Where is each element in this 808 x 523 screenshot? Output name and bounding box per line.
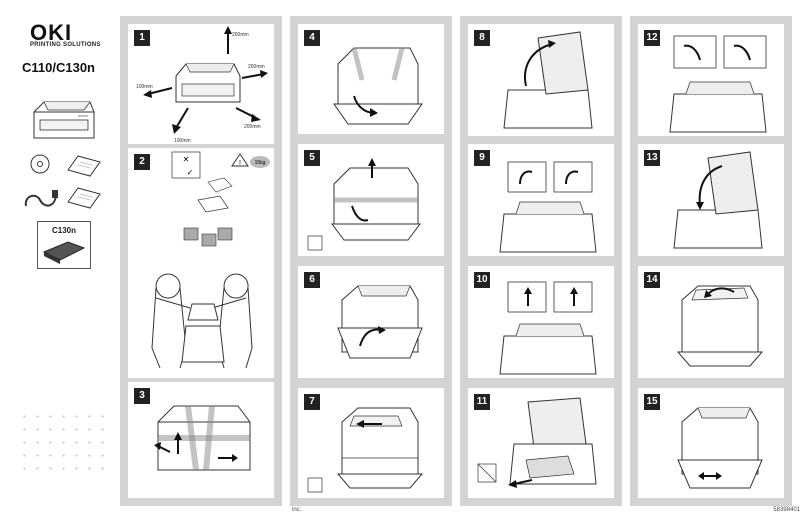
step-panel-1: 1 200mm 200mm 100mm 100mm 200mm — [128, 24, 274, 144]
adjust-guides-illustration — [677, 407, 763, 489]
remove-cartridge-illustration — [499, 281, 597, 375]
remove-tape-illustration — [154, 405, 251, 471]
footer-left: inc. — [292, 507, 302, 513]
left-column: OKI PRINTING SOLUTIONS C110/C130n C130n — [0, 0, 118, 523]
dim-right: 200mm — [248, 64, 265, 70]
step-number: 15 — [644, 394, 660, 410]
install-cartridge-illustration — [669, 35, 767, 133]
dim-rear: 200mm — [244, 124, 261, 130]
step-number: 11 — [474, 394, 490, 410]
svg-text:!: ! — [239, 160, 241, 167]
c130-accessory-box: C130n — [37, 221, 91, 269]
open-tray-illustration — [333, 47, 423, 125]
leaflet-icon — [67, 187, 101, 209]
step-number: 4 — [304, 30, 320, 46]
dim-top: 200mm — [232, 32, 249, 38]
step-panel-8: 8 — [468, 24, 614, 136]
step-panel-10: 10 — [468, 266, 614, 378]
step-panel-9: 9 — [468, 144, 614, 256]
printer-icon — [33, 101, 95, 139]
open-top-cover-illustration — [503, 31, 593, 129]
oki-logo: OKI — [30, 20, 73, 45]
manual-icon — [67, 155, 101, 177]
release-lever-illustration — [499, 161, 597, 253]
svg-text:✕: ✕ — [183, 155, 190, 164]
unpacking-illustration: ✕ ✓ ! 15kg — [151, 151, 270, 369]
step-number: 12 — [644, 30, 660, 46]
tagline: PRINTING SOLUTIONS — [30, 42, 101, 48]
step-panel-5: 5 — [298, 144, 444, 256]
load-paper-illustration — [337, 285, 423, 359]
step-panel-7: 7 — [298, 388, 444, 498]
close-top-cover-illustration — [673, 151, 763, 249]
step-number: 13 — [644, 150, 660, 166]
cd-icon — [30, 154, 50, 174]
remove-packing-illustration — [307, 158, 421, 251]
printer-clearance-illustration: 200mm 200mm 100mm 100mm 200mm — [136, 26, 268, 144]
step-number: 8 — [474, 30, 490, 46]
step-panel-11: 11 — [468, 388, 614, 498]
step-panel-12: 12 — [638, 24, 784, 136]
dot-grid — [18, 410, 113, 480]
step-panel-2: 2 ✕ ✓ ! 15kg — [128, 148, 274, 378]
svg-text:✓: ✓ — [187, 168, 194, 177]
document-number: 58398401 — [773, 507, 800, 513]
weight-label: 15kg — [255, 160, 266, 166]
step-panel-13: 13 — [638, 144, 784, 256]
step-number: 9 — [474, 150, 490, 166]
step-number: 7 — [304, 394, 320, 410]
step-number: 10 — [474, 272, 490, 288]
column-1: 1 200mm 200mm 100mm 100mm 200mm 2 ✕ ✓ ! … — [120, 16, 282, 506]
step-number: 3 — [134, 388, 150, 404]
dim-left: 100mm — [136, 84, 153, 90]
step-panel-15: 15 — [638, 388, 784, 498]
step-panel-14: 14 — [638, 266, 784, 378]
paper-tray-icon — [42, 241, 86, 264]
close-cover-illustration — [676, 285, 764, 367]
step-panel-4: 4 — [298, 24, 444, 134]
step-panel-3: 3 — [128, 382, 274, 498]
model-title: C110/C130n — [22, 60, 95, 75]
step-panel-6: 6 — [298, 266, 444, 378]
column-3: 8 9 10 11 — [460, 16, 622, 506]
step-number: 14 — [644, 272, 660, 288]
column-4: 12 13 14 15 — [630, 16, 792, 506]
power-cable-icon — [24, 190, 58, 207]
remove-sheet-illustration — [477, 397, 597, 488]
step-number: 2 — [134, 154, 150, 170]
dim-front: 100mm — [174, 138, 191, 144]
step-number: 6 — [304, 272, 320, 288]
step-number: 5 — [304, 150, 320, 166]
c130-label: C130n — [51, 226, 76, 235]
column-2: 4 5 6 7 — [290, 16, 452, 506]
insert-tray-illustration — [307, 407, 424, 493]
step-number: 1 — [134, 30, 150, 46]
